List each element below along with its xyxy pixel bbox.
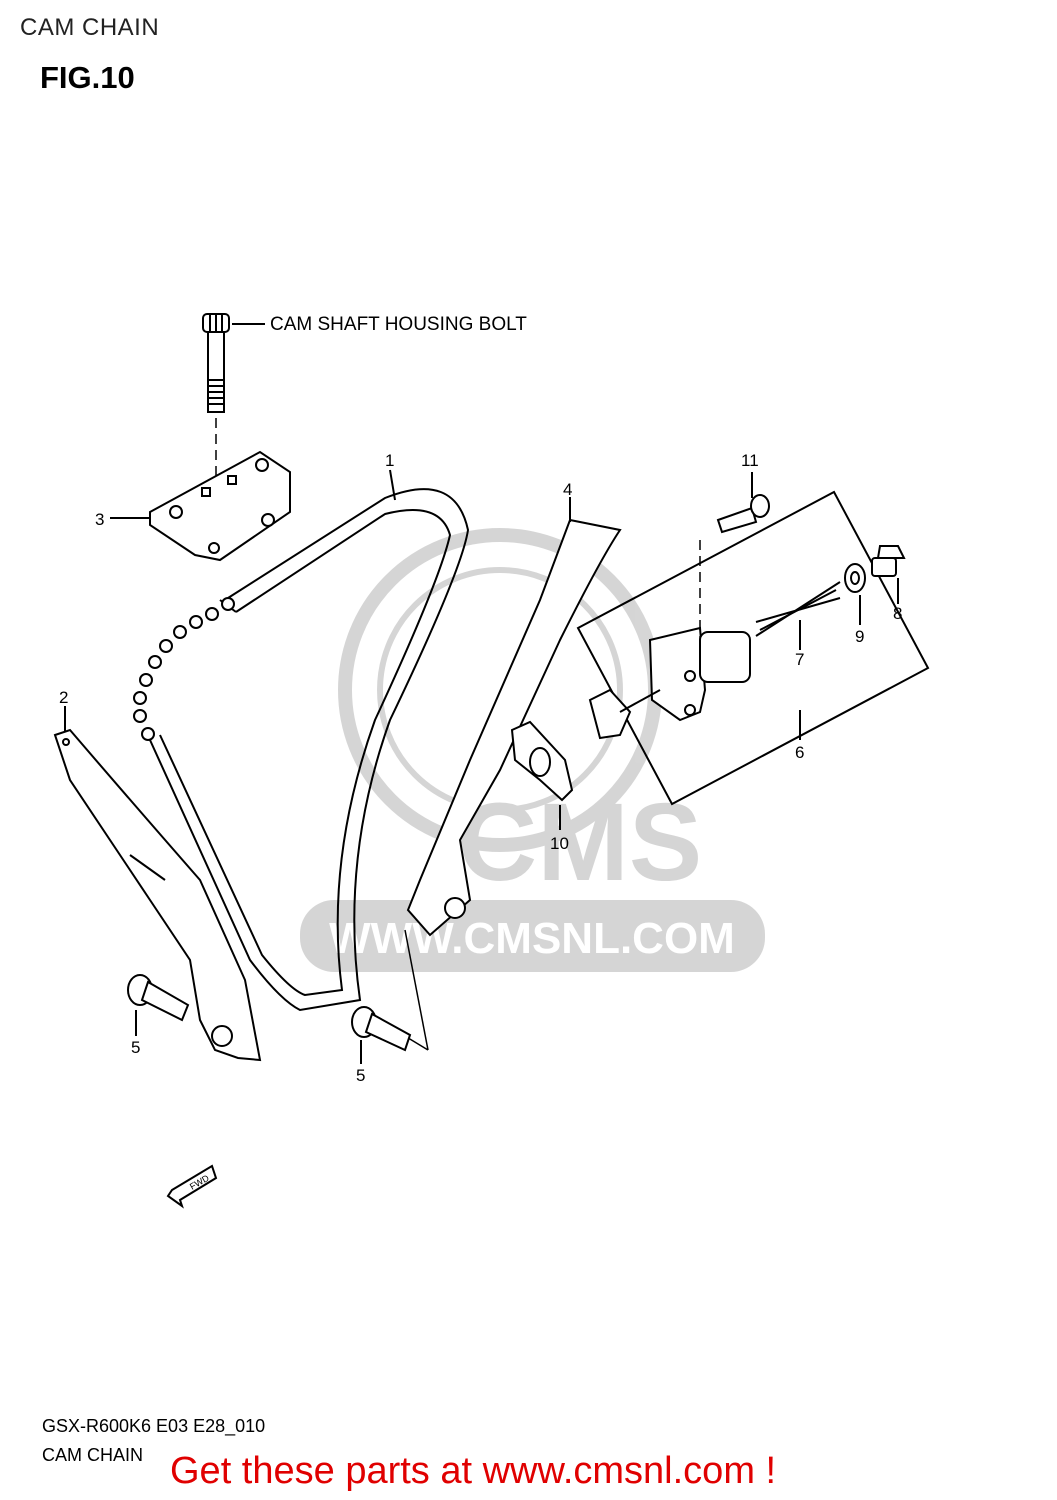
- tensioner-spring: [755, 581, 841, 637]
- cam-chain-tensioner: [588, 626, 751, 740]
- tensioner-cap-bolt: [871, 545, 906, 577]
- tensioner-assembly-box: [576, 490, 930, 806]
- cam-shaft-housing-bolt: [202, 313, 230, 413]
- forward-arrow-icon: FWD: [166, 1164, 218, 1209]
- tensioner-washer: [844, 563, 866, 593]
- callout-11: 11: [741, 451, 759, 470]
- watermark-brand: CMS: [458, 781, 702, 904]
- callout-4: 4: [563, 480, 573, 499]
- callout-10: 10: [550, 834, 569, 853]
- figure-number: FIG.10: [40, 60, 135, 95]
- watermark: CMS WWW.CMSNL.COM: [300, 528, 765, 972]
- callout-1: 1: [385, 451, 395, 470]
- cam-chain-guide-top: [149, 450, 291, 562]
- chain-tensioner-guide: [53, 728, 262, 1062]
- guide-bolt-right: [351, 1006, 412, 1052]
- callout-8: 8: [893, 604, 903, 623]
- callout-7: 7: [795, 650, 805, 669]
- callout-9: 9: [855, 627, 865, 646]
- page-title: CAM CHAIN: [20, 14, 160, 41]
- tensioner-mount-bolt: [716, 494, 770, 534]
- chain-guide-rear: [406, 518, 622, 937]
- callout-cam-shaft-housing-bolt: CAM SHAFT HOUSING BOLT: [270, 314, 527, 335]
- callout-2: 2: [59, 688, 69, 707]
- callout-3: 3: [95, 510, 105, 529]
- callout-5-left: 5: [131, 1038, 141, 1057]
- cam-chain-links: [133, 597, 235, 741]
- guide-bolt-left: [127, 974, 190, 1022]
- callout-6: 6: [795, 743, 805, 762]
- callout-5-right: 5: [356, 1066, 366, 1085]
- tensioner-gasket: [510, 720, 574, 802]
- watermark-url: WWW.CMSNL.COM: [329, 914, 735, 963]
- section-name: CAM CHAIN: [42, 1445, 144, 1465]
- model-code: GSX-R600K6 E03 E28_010: [42, 1416, 266, 1436]
- shop-link[interactable]: Get these parts at www.cmsnl.com !: [170, 1450, 777, 1492]
